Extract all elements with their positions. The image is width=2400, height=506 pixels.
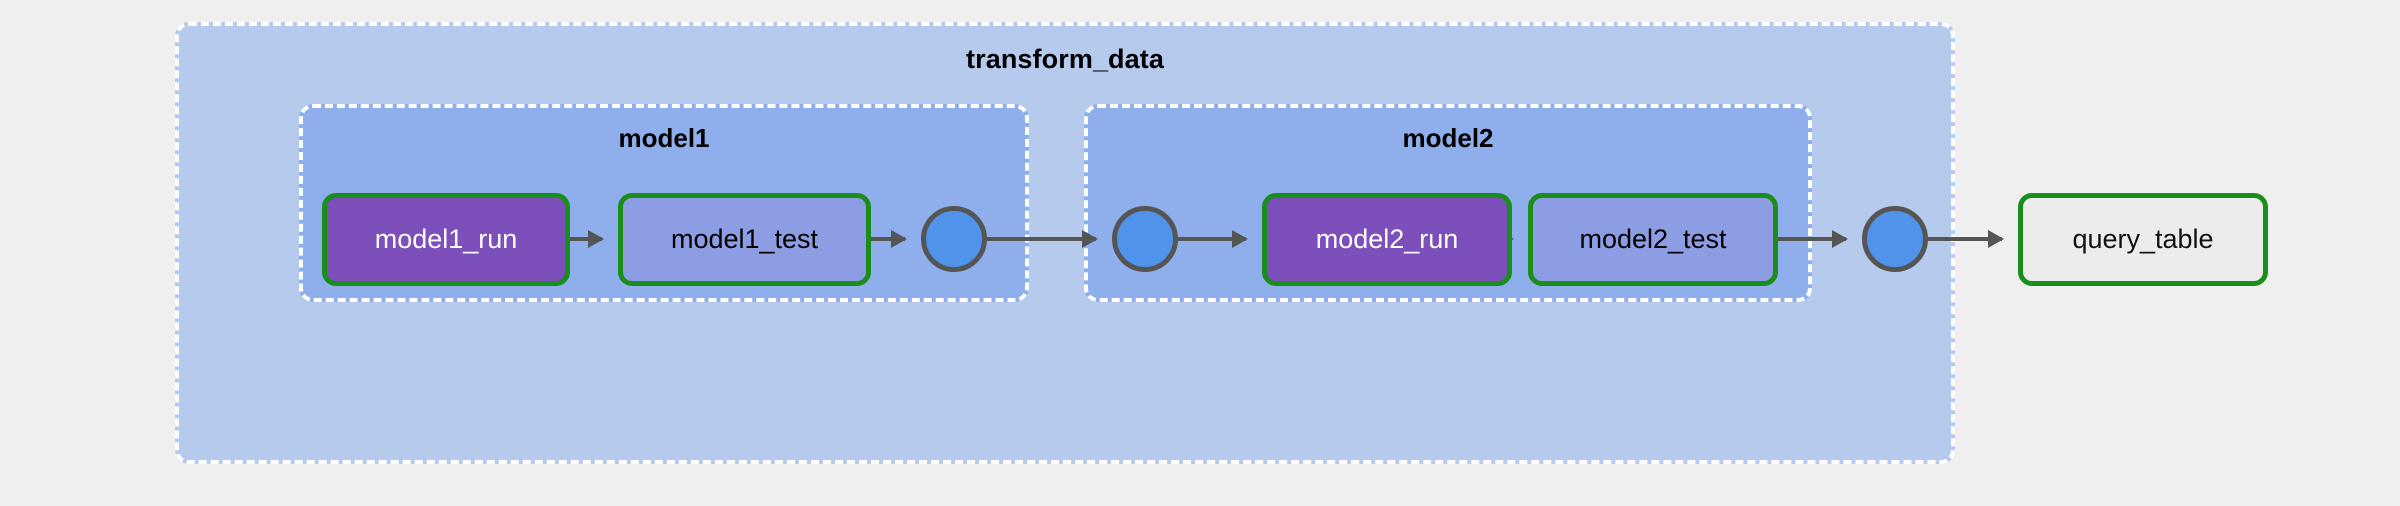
junction-node-1[interactable] [921,206,987,272]
edge-model1-test-to-junction-1 [871,230,907,248]
node-model2-run-label: model2_run [1315,224,1459,254]
node-model2-run[interactable]: model2_run [1262,193,1512,286]
cluster-model2-label: model2 [1402,123,1494,153]
node-query-table-label: query_table [2072,224,2214,254]
node-query-table[interactable]: query_table [2018,193,2268,286]
edge-junction-2-to-model2-run [1178,230,1248,248]
edge-model1-run-to-model1-test [570,230,604,248]
junction-node-3[interactable] [1862,206,1928,272]
node-model1-run[interactable]: model1_run [322,193,570,286]
edge-junction-3-to-query-table [1928,230,2004,248]
junction-node-2[interactable] [1112,206,1178,272]
node-model1-test-label: model1_test [670,224,819,254]
node-model1-test[interactable]: model1_test [618,193,871,286]
cluster-model1-label: model1 [618,123,710,153]
node-model2-test-label: model2_test [1579,224,1727,254]
edge-model2-test-to-junction-3 [1778,230,1848,248]
node-model2-test[interactable]: model2_test [1528,193,1778,286]
cluster-transform-data-label: transform_data [966,44,1164,74]
edge-junction-1-to-junction-2 [987,230,1098,248]
node-model1-run-label: model1_run [374,224,518,254]
